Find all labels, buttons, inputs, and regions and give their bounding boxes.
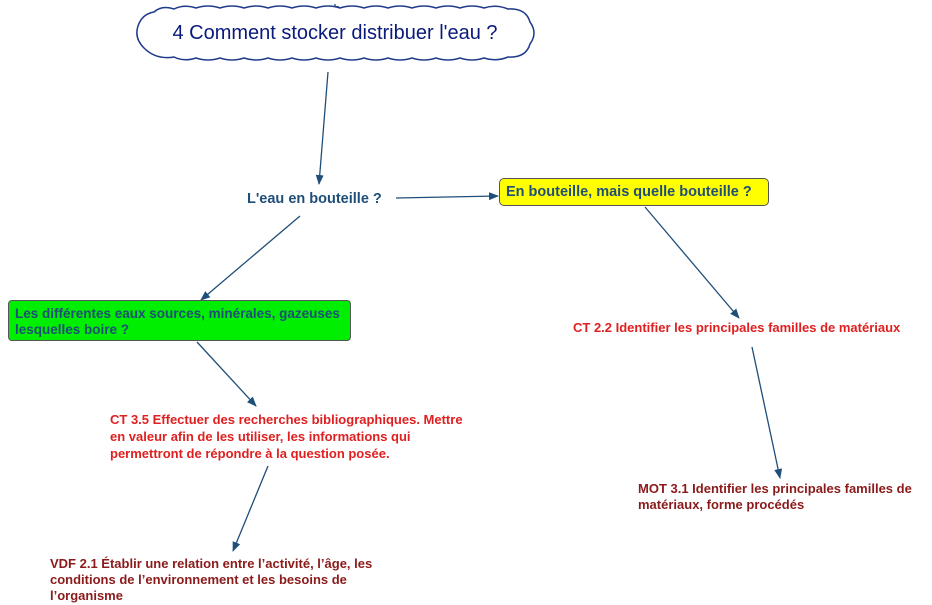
node-which-bottle: En bouteille, mais quelle bouteille ? <box>499 178 769 206</box>
node-ct-3-5: CT 3.5 Effectuer des recherches bibliogr… <box>110 412 463 461</box>
map-title: 4 Comment stocker distribuer l'eau ? <box>172 21 498 44</box>
arrow-bottle-to-which <box>395 192 499 201</box>
arrow-ct35-to-vdf21 <box>232 465 269 552</box>
title-cloud-shape <box>136 5 535 61</box>
node-mot-3-1: MOT 3.1 Identifier les principales famil… <box>638 481 912 512</box>
node-vdf-2-1: VDF 2.1 Établir une relation entre l’act… <box>50 556 373 603</box>
arrow-which-to-ct22 <box>644 206 740 319</box>
node-different-waters: Les différentes eaux sources, minérales,… <box>8 300 351 341</box>
node-bottle-question: L'eau en bouteille ? <box>247 191 382 207</box>
arrow-bottle-to-waters <box>200 215 301 301</box>
node-ct-2-2: CT 2.2 Identifier les principales famill… <box>573 320 901 335</box>
arrow-ct22-to-mot31 <box>751 346 783 479</box>
arrow-waters-to-ct35 <box>196 341 257 407</box>
arrow-title-to-bottle <box>315 71 329 185</box>
